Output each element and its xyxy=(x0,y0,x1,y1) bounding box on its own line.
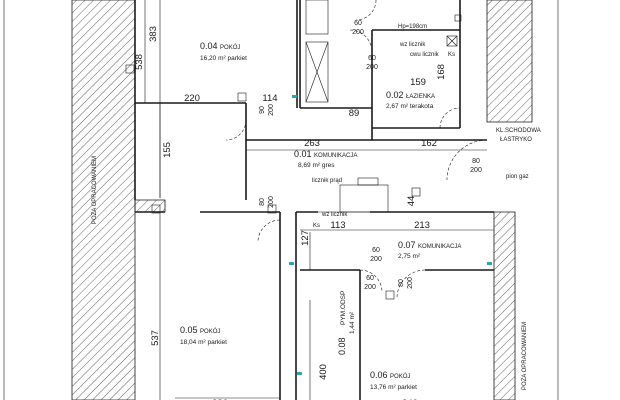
door-label-5-height: 200 xyxy=(370,256,382,263)
wz-licznik-mid-label: wz licznik xyxy=(321,212,348,218)
hatched-area-left xyxy=(71,0,136,400)
svg-text:PYM.ODSP: PYM.ODSP xyxy=(340,291,347,325)
room-label-0-05: 0.05 POKÓJ 18,04 m² parkiet xyxy=(180,325,227,346)
dim-538: 538 xyxy=(134,54,145,70)
dim-263: 263 xyxy=(304,138,320,149)
room-label-0-01: 0.01 KOMUNIKACJA 8,69 m² gres xyxy=(294,149,357,169)
door-label-8-width: 60 xyxy=(366,275,374,282)
door-label-7-width: 80 xyxy=(259,198,266,206)
room-label-0-02: 0.02 ŁAZIENKA 2,67 m² terakota xyxy=(386,90,435,110)
door-label-5-width: 60 xyxy=(372,247,380,254)
svg-text:0.01 KOMUNIKACJA: 0.01 KOMUNIKACJA xyxy=(294,149,357,159)
door-label-6-width: 80 xyxy=(398,279,405,287)
poza-opracowaniem-right-label: POZA OPRACOWANIEM xyxy=(522,322,528,390)
dimension-lines xyxy=(135,0,494,400)
room-label-0-07: 0.07 KOMUNIKACJA 2,75 m² xyxy=(398,240,461,260)
room-walls-0-02 xyxy=(371,0,487,141)
svg-text:0.04 POKÓJ: 0.04 POKÓJ xyxy=(200,41,240,51)
cwu-licznik-label: cwu licznik xyxy=(410,52,440,58)
door-label-8-height: 200 xyxy=(364,284,376,291)
licznik-prad-label: licznik prąd xyxy=(312,178,342,184)
dim-340: 340 xyxy=(402,398,418,400)
poza-opracowaniem-left-label: POZA OPRACOWANIEM xyxy=(92,156,98,224)
svg-text:0.05 POKÓJ: 0.05 POKÓJ xyxy=(180,325,220,335)
svg-text:2,67 m² terakota: 2,67 m² terakota xyxy=(386,103,434,110)
dim-336: 336 xyxy=(212,398,228,400)
hatched-strip-left-middle xyxy=(134,199,166,213)
svg-text:1,44 m²: 1,44 m² xyxy=(349,311,356,334)
dim-537: 537 xyxy=(150,330,161,346)
door-label-2-width: 60 xyxy=(368,55,376,62)
pion-gaz-label: pion gaz xyxy=(506,174,529,180)
door-label-3-width: 90 xyxy=(259,106,266,114)
outer-walls xyxy=(3,0,559,400)
window-markers xyxy=(125,14,492,375)
svg-text:13,76 m² parkiet: 13,76 m² parkiet xyxy=(370,384,417,391)
room-label-0-08: 0.08 PYM.ODSP 1,44 m² xyxy=(337,291,356,355)
lastryko-label: ŁASTRYKO xyxy=(500,137,532,143)
room-label-0-06: 0.06 POKÓJ 13,76 m² parkiet xyxy=(370,370,417,391)
hp-label: Hp=198cm xyxy=(398,24,427,30)
ks-mid-label: Ks xyxy=(313,223,320,229)
dim-155: 155 xyxy=(162,142,173,158)
svg-text:8,69 m² gres: 8,69 m² gres xyxy=(298,162,335,169)
dim-44: 44 xyxy=(406,196,417,207)
dim-113: 113 xyxy=(330,220,345,231)
door-swings xyxy=(225,0,488,299)
hatched-area-right-bottom xyxy=(493,211,516,400)
corridor-walls xyxy=(135,139,494,400)
wz-licznik-top-label: wz licznik xyxy=(399,42,426,48)
dim-168: 168 xyxy=(436,64,447,80)
dim-89: 89 xyxy=(349,108,360,119)
door-label-4-width: 80 xyxy=(472,158,480,165)
svg-text:0.02 ŁAZIENKA: 0.02 ŁAZIENKA xyxy=(386,90,435,100)
door-label-1-width: 60 xyxy=(354,20,362,27)
dim-213: 213 xyxy=(414,220,430,231)
svg-text:0.07 KOMUNIKACJA: 0.07 KOMUNIKACJA xyxy=(398,240,461,250)
door-label-2-height: 200 xyxy=(366,64,378,71)
hatched-area-right-top xyxy=(486,0,533,123)
kl-schodowa-label: KL.SCHODOWA xyxy=(496,128,541,134)
dim-159: 159 xyxy=(410,77,426,88)
door-label-6-height: 200 xyxy=(407,277,414,289)
dim-383: 383 xyxy=(148,26,159,42)
dim-400: 400 xyxy=(318,364,329,380)
door-label-7-height: 200 xyxy=(268,196,275,208)
svg-text:0.06 POKÓJ: 0.06 POKÓJ xyxy=(370,370,410,380)
svg-text:2,75 m²: 2,75 m² xyxy=(398,253,421,260)
ks-top-label: Ks xyxy=(448,52,455,58)
dim-127: 127 xyxy=(300,230,311,246)
room-label-0-04: 0.04 POKÓJ 16,20 m² parkiet xyxy=(200,41,247,62)
room-walls-0-04 xyxy=(134,0,372,200)
svg-text:16,20 m² parkiet: 16,20 m² parkiet xyxy=(200,55,247,62)
door-label-4-height: 200 xyxy=(470,167,482,174)
door-label-3-height: 200 xyxy=(268,104,275,116)
door-label-1-height: 200 xyxy=(352,29,364,36)
dim-114: 114 xyxy=(262,93,277,104)
svg-text:18,04 m² parkiet: 18,04 m² parkiet xyxy=(180,339,227,346)
svg-text:0.08: 0.08 xyxy=(337,337,347,355)
dim-220: 220 xyxy=(184,93,200,104)
dim-162: 162 xyxy=(421,138,437,149)
